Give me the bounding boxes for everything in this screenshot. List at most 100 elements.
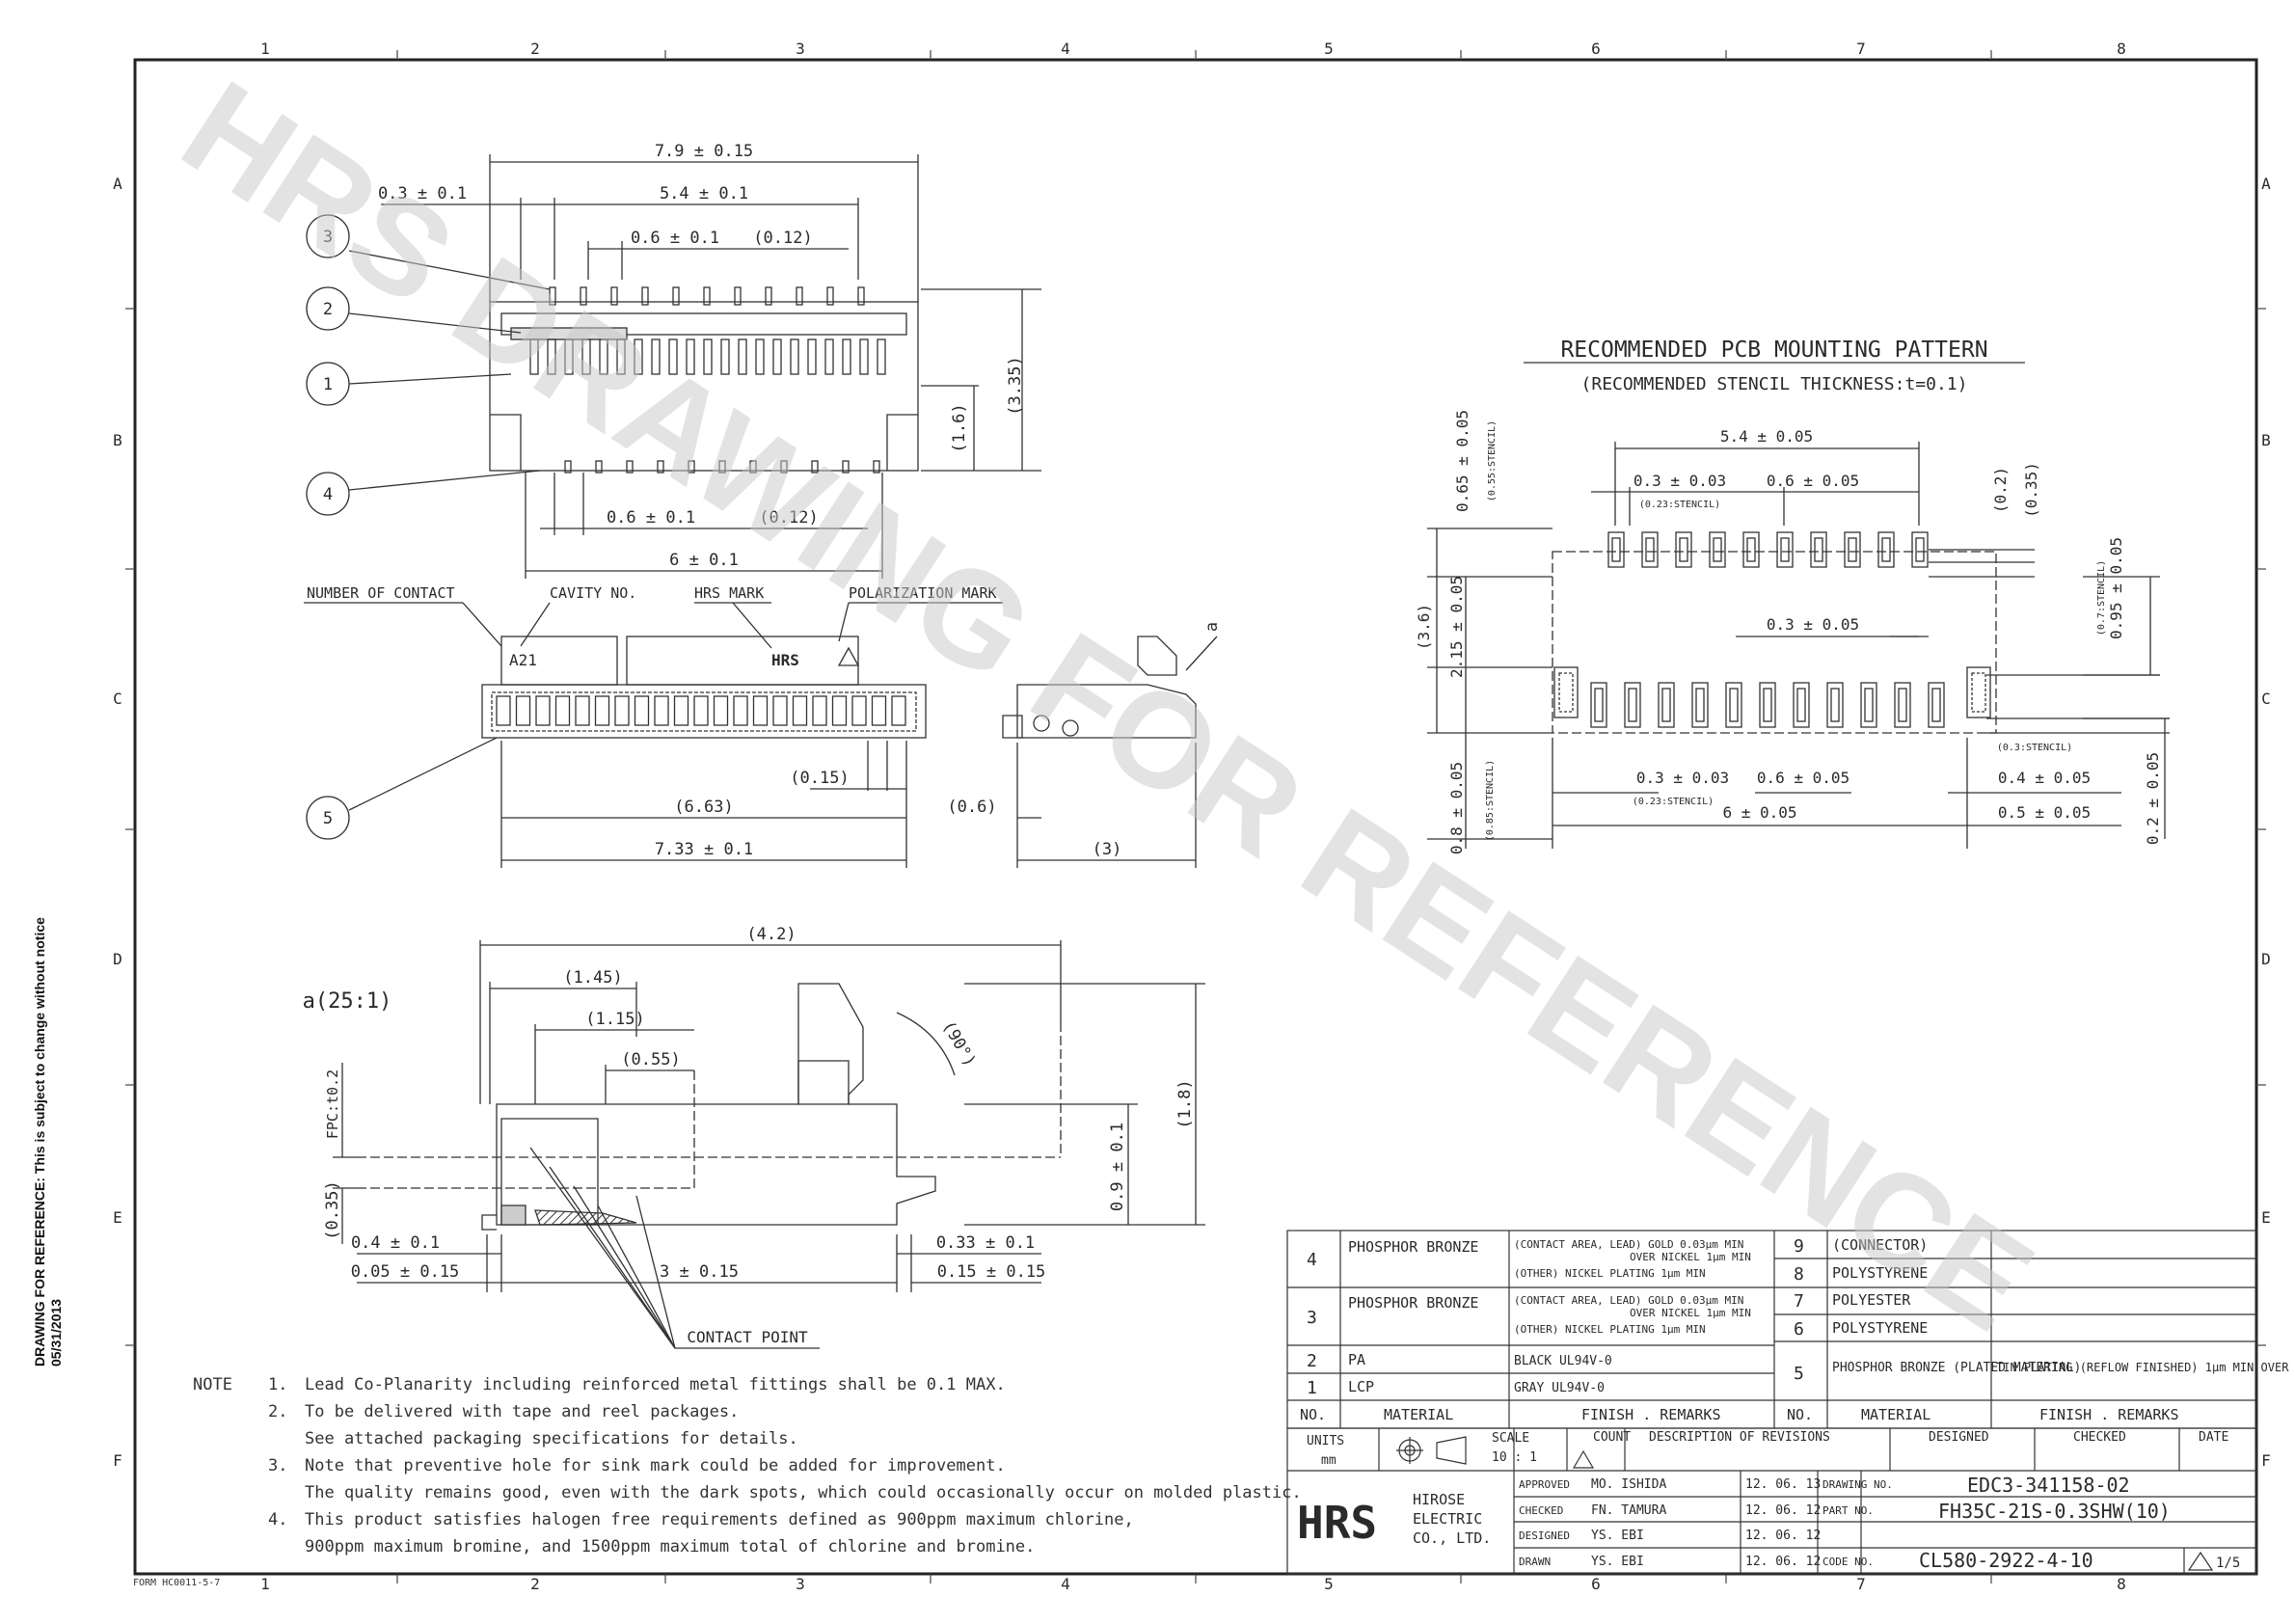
- dim-label: 7.9 ± 0.15: [655, 142, 753, 161]
- mat-finish: (CONTACT AREA, LEAD) GOLD 0.03μm MIN: [1514, 1238, 1743, 1251]
- mat-no: 8: [1794, 1264, 1804, 1285]
- notes-heading: NOTE: [193, 1375, 232, 1394]
- dim-label: 0.05 ± 0.15: [351, 1262, 460, 1282]
- balloon-number: 2: [323, 300, 333, 319]
- checked-name: FN. TAMURA: [1591, 1503, 1666, 1518]
- dim-label: (0.23:STENCIL): [1639, 500, 1720, 510]
- designed-label: DESIGNED: [1929, 1430, 1989, 1445]
- col-label: 1: [260, 1575, 270, 1593]
- stencil-opening: [1695, 688, 1705, 722]
- mat-finish: GRAY UL94V-0: [1514, 1381, 1605, 1395]
- pcb-pad: [1844, 531, 1861, 568]
- mat-finish: BLACK UL94V-0: [1514, 1354, 1612, 1368]
- pcb-pad: [1624, 682, 1641, 728]
- contact-lead: [672, 286, 680, 306]
- mat-header-finish: FINISH . REMARKS: [1581, 1406, 1721, 1423]
- row-label: E: [2261, 1208, 2271, 1227]
- checked-label: CHECKED: [2073, 1430, 2126, 1445]
- part-no: FH35C-21S-0.3SHW(10): [1938, 1500, 2171, 1523]
- checked-role: CHECKED: [1519, 1504, 1563, 1517]
- contact-lead: [610, 286, 618, 306]
- balloon-number: 1: [323, 375, 333, 394]
- stencil-opening: [1746, 537, 1756, 562]
- contact-slot: [529, 338, 539, 375]
- mat-material: POLYSTYRENE: [1832, 1264, 1928, 1282]
- stencil-opening: [1679, 537, 1688, 562]
- row-label: E: [113, 1208, 122, 1227]
- dim-label: 0.6 ± 0.1: [631, 229, 719, 248]
- detail-marker: a: [1202, 622, 1222, 632]
- col-label: 1: [260, 40, 270, 58]
- note-text: Lead Co-Planarity including reinforced m…: [305, 1375, 1006, 1394]
- stencil-opening: [1931, 688, 1941, 722]
- dim-label: 0.3 ± 0.03: [1636, 769, 1729, 787]
- dim-label: (3.35): [1006, 356, 1025, 415]
- contact-slot: [634, 338, 643, 375]
- mat-no: 2: [1307, 1351, 1317, 1371]
- stencil-opening: [1594, 688, 1604, 722]
- designed-name: YS. EBI: [1591, 1529, 1644, 1543]
- detail-a-view: [333, 940, 1205, 1349]
- company-name: CO., LTD.: [1413, 1529, 1491, 1547]
- pcb-pad: [1607, 531, 1625, 568]
- contact-cavity: [851, 695, 867, 726]
- drawn-name: YS. EBI: [1591, 1555, 1644, 1569]
- mat-no: 4: [1307, 1250, 1317, 1270]
- row-label: B: [2261, 431, 2271, 449]
- dim-label: (0.55): [621, 1050, 680, 1069]
- mat-no: 6: [1794, 1319, 1804, 1340]
- dim-label: (1.45): [563, 968, 622, 988]
- contact-lead: [873, 460, 880, 474]
- stencil-opening: [1628, 688, 1637, 722]
- stencil-opening: [1864, 688, 1874, 722]
- pcb-pad: [1590, 682, 1607, 728]
- units-value: mm: [1321, 1453, 1336, 1468]
- dim-label: 0.3 ± 0.1: [378, 184, 467, 203]
- pcb-subtitle: (RECOMMENDED STENCIL THICKNESS:t=0.1): [1581, 374, 1968, 394]
- dim-label: (4.2): [746, 925, 796, 944]
- col-label: 8: [2117, 1575, 2126, 1593]
- contact-cavity: [812, 695, 827, 726]
- part-no-label: PART NO.: [1822, 1504, 1874, 1517]
- dim-label: 5.4 ± 0.1: [660, 184, 748, 203]
- dim-label: 0.33 ± 0.1: [936, 1233, 1035, 1253]
- contact-cavity: [871, 695, 887, 726]
- contact-slot: [581, 338, 591, 375]
- contact-slot: [877, 338, 886, 375]
- count-label: COUNT: [1593, 1430, 1631, 1445]
- form-id: FORM HC0011-5-7: [133, 1578, 221, 1588]
- contact-slot: [755, 338, 765, 375]
- dim-label: (0.2): [1991, 467, 2010, 513]
- contact-lead: [734, 286, 742, 306]
- contact-slot: [599, 338, 608, 375]
- stencil-opening: [1645, 537, 1655, 562]
- mat-material: PHOSPHOR BRONZE: [1348, 1238, 1478, 1256]
- contact-cavity: [634, 695, 650, 726]
- dim-label: 5.4 ± 0.05: [1720, 427, 1813, 446]
- approved-date: 12. 06. 13: [1745, 1477, 1821, 1492]
- col-label: 4: [1061, 40, 1070, 58]
- cavity-marking: A21: [509, 651, 537, 669]
- company-name: HIROSE: [1413, 1491, 1465, 1508]
- dim-label: 0.6 ± 0.05: [1767, 472, 1859, 490]
- pcb-pad: [1793, 682, 1810, 728]
- contact-lead: [811, 460, 819, 474]
- dim-label: (3): [1093, 840, 1122, 859]
- mat-header-no: NO.: [1787, 1406, 1813, 1423]
- contact-cavity: [713, 695, 729, 726]
- dim-label: 0.4 ± 0.05: [1998, 769, 2091, 787]
- dim-label: (0.6): [947, 798, 996, 817]
- dim-label: (90°): [938, 1017, 980, 1069]
- contact-cavity: [772, 695, 788, 726]
- dim-label: 0.3 ± 0.03: [1634, 472, 1726, 490]
- contact-point-label: CONTACT POINT: [687, 1328, 808, 1346]
- pcb-title: RECOMMENDED PCB MOUNTING PATTERN: [1560, 338, 1987, 363]
- dim-label: 0.6 ± 0.05: [1757, 769, 1850, 787]
- contact-slot: [807, 338, 817, 375]
- title-block: [1286, 1427, 2257, 1575]
- contact-cavity: [733, 695, 748, 726]
- dim-label: (0.7:STENCIL): [2096, 560, 2107, 636]
- contact-lead: [626, 460, 634, 474]
- checked-date: 12. 06. 12: [1745, 1503, 1821, 1518]
- note-text: To be delivered with tape and reel packa…: [305, 1402, 740, 1421]
